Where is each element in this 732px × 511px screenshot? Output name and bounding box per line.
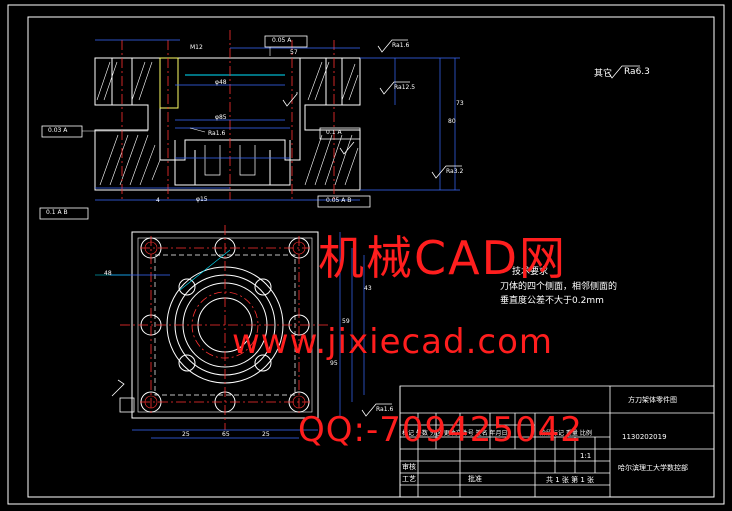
ra-mid: Ra12.5 xyxy=(394,84,416,91)
watermark-qq: QQ:-709425042 xyxy=(298,410,583,450)
title-approve: 审核 xyxy=(402,463,416,471)
dim-57: 57 xyxy=(290,49,298,56)
tol-top: 0.05 A xyxy=(272,37,292,44)
dim-25b: 25 xyxy=(262,431,270,438)
tech-req-line2: 垂直度公差不大于0.2mm xyxy=(500,296,604,306)
dim-phi85: φ85 xyxy=(215,114,227,121)
frame-border xyxy=(27,16,715,498)
dim-m12: M12 xyxy=(190,44,203,51)
general-roughness-label: 其它 xyxy=(594,69,613,79)
title-sheet: 共 1 张 第 1 张 xyxy=(546,476,595,484)
tol-right-mid: 0.1 A xyxy=(326,129,342,136)
tol-bottom-right: 0.05 A B xyxy=(326,197,352,204)
title-approve2: 批准 xyxy=(468,475,482,483)
tech-req-line1: 刀体的四个侧面，相邻侧面的 xyxy=(500,282,618,292)
dim-48: 48 xyxy=(104,270,112,277)
title-scale: 1:1 xyxy=(580,452,592,460)
tech-req-title: 技术要求 xyxy=(512,267,549,277)
section-view xyxy=(94,57,361,191)
leaders xyxy=(82,47,271,133)
section-centerlines xyxy=(121,30,335,200)
ra-right: Ra3.2 xyxy=(446,168,464,175)
title-stage-row: 阶段标记 重量 比例 xyxy=(540,430,592,437)
dim-phi15: φ15 xyxy=(196,196,208,203)
plan-centerlines xyxy=(120,225,330,430)
title-drawing-no: 1130202019 xyxy=(622,433,667,441)
watermark-title: 机械CAD网 xyxy=(318,231,568,285)
dim-80: 80 xyxy=(448,118,456,125)
tol-bottom-left: 0.1 A B xyxy=(46,209,68,216)
sheet-border xyxy=(7,4,725,505)
section-dimensions xyxy=(95,39,460,201)
title-process: 工艺 xyxy=(402,475,416,483)
roughness-symbols xyxy=(111,39,640,417)
dim-43: 43 xyxy=(364,285,372,292)
title-part-name: 方刀架体零件图 xyxy=(628,396,677,404)
dim-25: 25 xyxy=(182,431,190,438)
watermark-url: www.jixiecad.com xyxy=(232,322,554,362)
plan-leaders xyxy=(95,249,231,291)
dim-65: 65 xyxy=(222,431,230,438)
title-mark-row: 标记 处数 分区 更改文件号 签名 年月日 xyxy=(402,430,508,437)
title-school: 哈尔滨理工大学数控部 xyxy=(618,464,688,472)
datum-box xyxy=(119,397,135,413)
general-roughness-value: Ra6.3 xyxy=(624,67,650,77)
dim-phi48: φ48 xyxy=(215,79,227,86)
dim-4: 4 xyxy=(156,197,160,204)
dim-73: 73 xyxy=(456,100,464,107)
ra-top: Ra1.6 xyxy=(392,42,410,49)
dim-59: 59 xyxy=(342,318,350,325)
ra-side: Ra1.6 xyxy=(208,130,226,137)
ra-low: Ra1.6 xyxy=(376,406,394,413)
tolerance-frames xyxy=(39,35,371,220)
title-block-grid xyxy=(399,385,715,498)
plan-dimensions xyxy=(110,232,365,439)
tol-left: 0.03 A xyxy=(48,127,68,134)
dim-95: 95 xyxy=(330,360,338,367)
